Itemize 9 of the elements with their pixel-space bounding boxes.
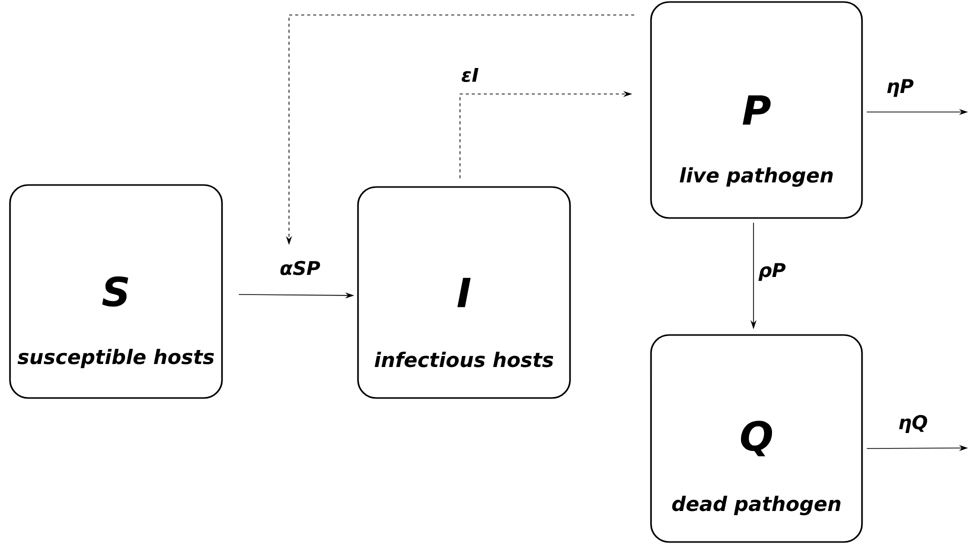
- edge-label: αSP: [278, 260, 322, 276]
- edge-label: ρP: [757, 262, 787, 282]
- process-box: S susceptible hosts: [9, 184, 223, 399]
- edge-label: ηQ: [897, 414, 929, 434]
- edge-label: εI: [460, 66, 480, 84]
- process-box: I infectious hosts: [357, 186, 571, 399]
- process-box: P live pathogen: [650, 1, 863, 219]
- edge-label: ηP: [885, 78, 915, 98]
- process-box: Q dead pathogen: [650, 334, 863, 543]
